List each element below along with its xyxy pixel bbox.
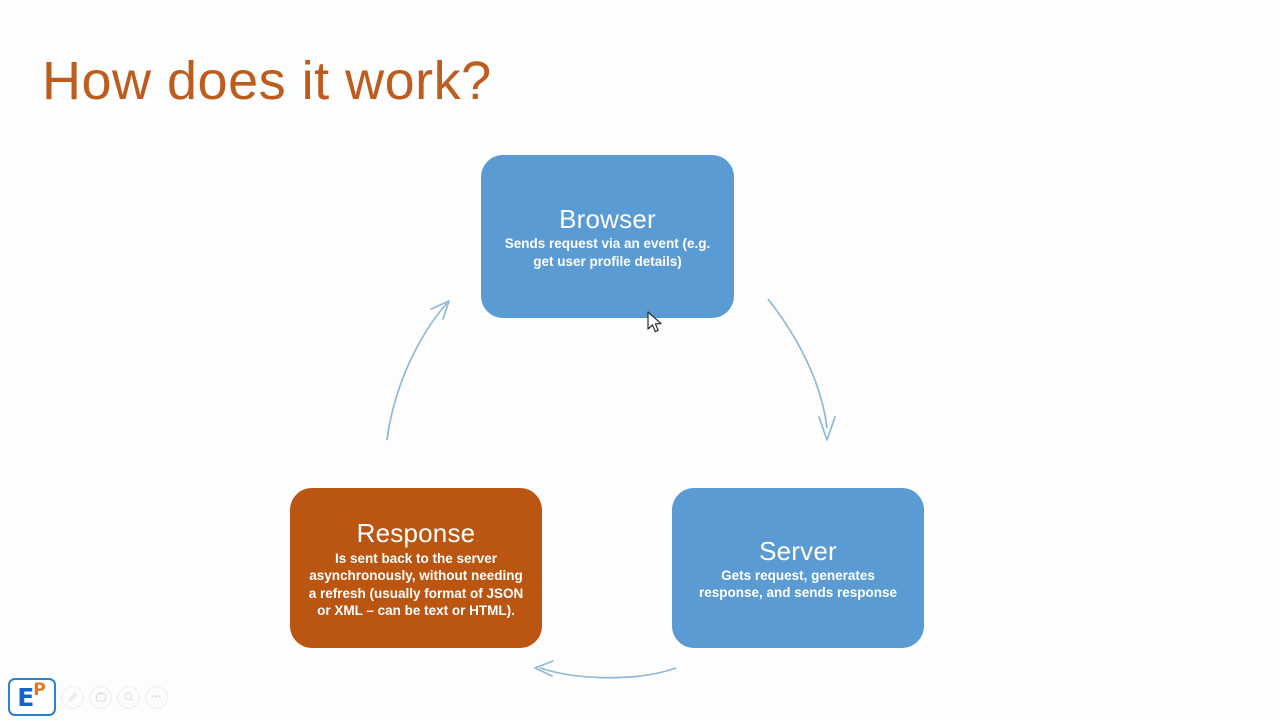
diagram-node-browser[interactable]: Browser Sends request via an event (e.g.… xyxy=(481,155,734,318)
node-title-server: Server xyxy=(759,535,837,566)
magnifier-icon-button[interactable] xyxy=(117,685,140,709)
capture-toolbar: E P ••• xyxy=(8,678,168,716)
node-description-response: Is sent back to the server asynchronousl… xyxy=(308,550,524,619)
node-title-browser: Browser xyxy=(559,204,656,234)
more-options-icon: ••• xyxy=(151,692,162,701)
page-title: How does it work? xyxy=(42,51,492,111)
pencil-icon-button[interactable] xyxy=(61,685,84,709)
screenshot-icon-button[interactable] xyxy=(89,685,112,709)
node-description-server: Gets request, generates response, and se… xyxy=(698,567,898,601)
arrow-browser-to-server xyxy=(767,298,836,441)
ep-logo-letter-e: E xyxy=(17,682,35,712)
more-options-icon-button[interactable]: ••• xyxy=(145,685,168,709)
diagram-node-server[interactable]: Server Gets request, generates response,… xyxy=(672,488,924,648)
arrow-server-to-response xyxy=(534,660,677,679)
ep-logo[interactable]: E P xyxy=(8,678,56,716)
node-description-browser: Sends request via an event (e.g. get use… xyxy=(504,236,711,269)
pencil-icon xyxy=(67,692,77,702)
node-title-response: Response xyxy=(356,517,476,548)
arrow-response-to-browser xyxy=(386,300,450,441)
mouse-pointer xyxy=(647,311,662,333)
magnifier-icon xyxy=(123,692,134,702)
ep-logo-letter-p: P xyxy=(33,679,46,700)
screenshot-icon xyxy=(95,692,106,702)
diagram-node-response[interactable]: Response Is sent back to the server asyn… xyxy=(290,488,542,648)
